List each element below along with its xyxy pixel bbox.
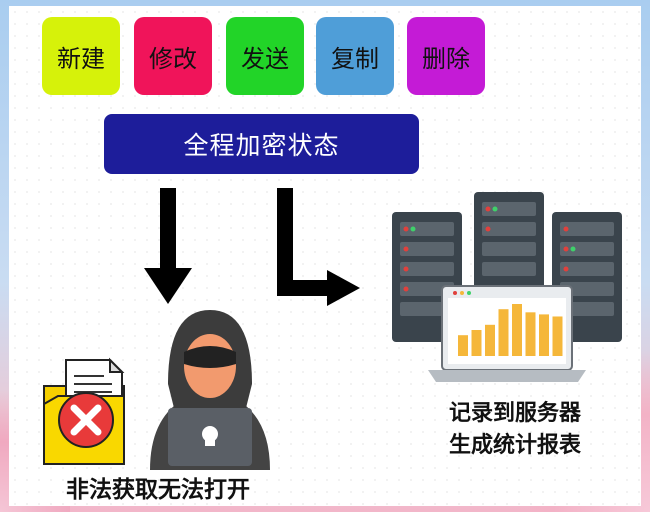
down-arrow-icon — [144, 188, 192, 304]
server-record-line-2: 生成统计报表 — [448, 433, 581, 458]
report-bar — [512, 304, 522, 356]
delete-button[interactable]: 删除 — [407, 17, 485, 95]
report-bar — [471, 330, 482, 356]
report-bar — [485, 324, 495, 356]
copy-button[interactable]: 复制 — [316, 17, 394, 95]
new-button[interactable]: 新建 — [42, 17, 120, 95]
report-bar — [498, 309, 509, 356]
report-bar — [458, 335, 468, 356]
right-arrow-icon — [277, 188, 360, 306]
hacker-icon — [150, 310, 270, 470]
report-bar — [539, 314, 549, 356]
report-bar — [525, 312, 536, 356]
illegal-access-caption: 非法获取无法打开 — [66, 477, 250, 503]
encryption-state-bar: 全程加密状态 — [104, 114, 419, 174]
send-button[interactable]: 发送 — [226, 17, 304, 95]
server-record-caption: 记录到服务器 生成统计报表 — [400, 398, 630, 462]
locked-file-icon — [43, 357, 125, 465]
edit-button[interactable]: 修改 — [134, 17, 212, 95]
server-record-line-1: 记录到服务器 — [448, 401, 581, 426]
laptop-bar-chart-icon — [428, 285, 586, 382]
report-bar — [552, 316, 563, 356]
